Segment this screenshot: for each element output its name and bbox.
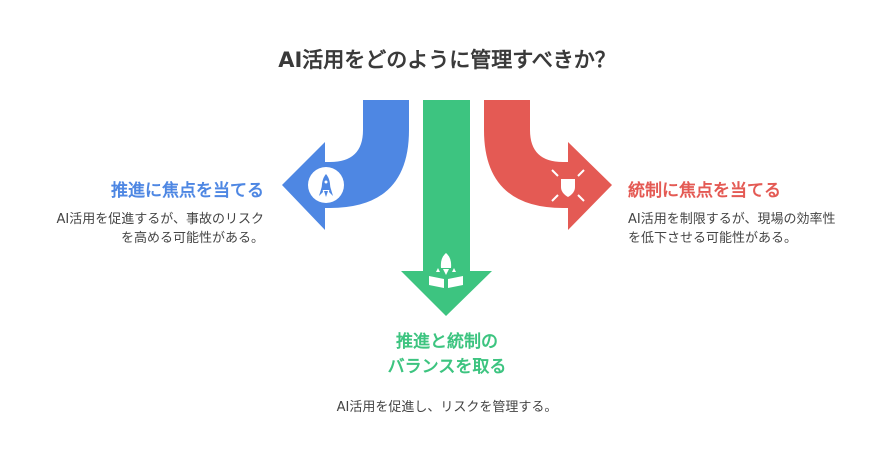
diagram-title: AI活用をどのように管理すべきか？ [278, 48, 616, 72]
desc-line: AI活用を促進するが、事故のリスク [56, 212, 264, 227]
right-heading: 統制に焦点を当てる [628, 181, 781, 201]
center-arrow [401, 100, 492, 316]
desc-line: を高める可能性がある。 [120, 231, 264, 246]
right-arrow [484, 100, 612, 230]
left-arrow [282, 100, 409, 230]
rocket-launch-icon [429, 253, 463, 288]
heading-line: 推進と統制の [396, 332, 498, 352]
desc-line: AI活用を制限するが、現場の効率性 [628, 212, 836, 227]
rocket-icon [308, 167, 344, 203]
left-description: AI活用を促進するが、事故のリスク を高める可能性がある。 [57, 210, 264, 248]
heading-line: バランスを取る [387, 357, 507, 377]
shield-contract-icon [551, 169, 585, 202]
right-description: AI活用を制限するが、現場の効率性 を低下させる可能性がある。 [628, 210, 835, 248]
left-heading: 推進に焦点を当てる [111, 181, 264, 201]
desc-line: を低下させる可能性がある。 [628, 231, 798, 246]
center-description: AI活用を促進し、リスクを管理する。 [336, 400, 558, 415]
center-heading: 推進と統制の バランスを取る [0, 330, 894, 380]
